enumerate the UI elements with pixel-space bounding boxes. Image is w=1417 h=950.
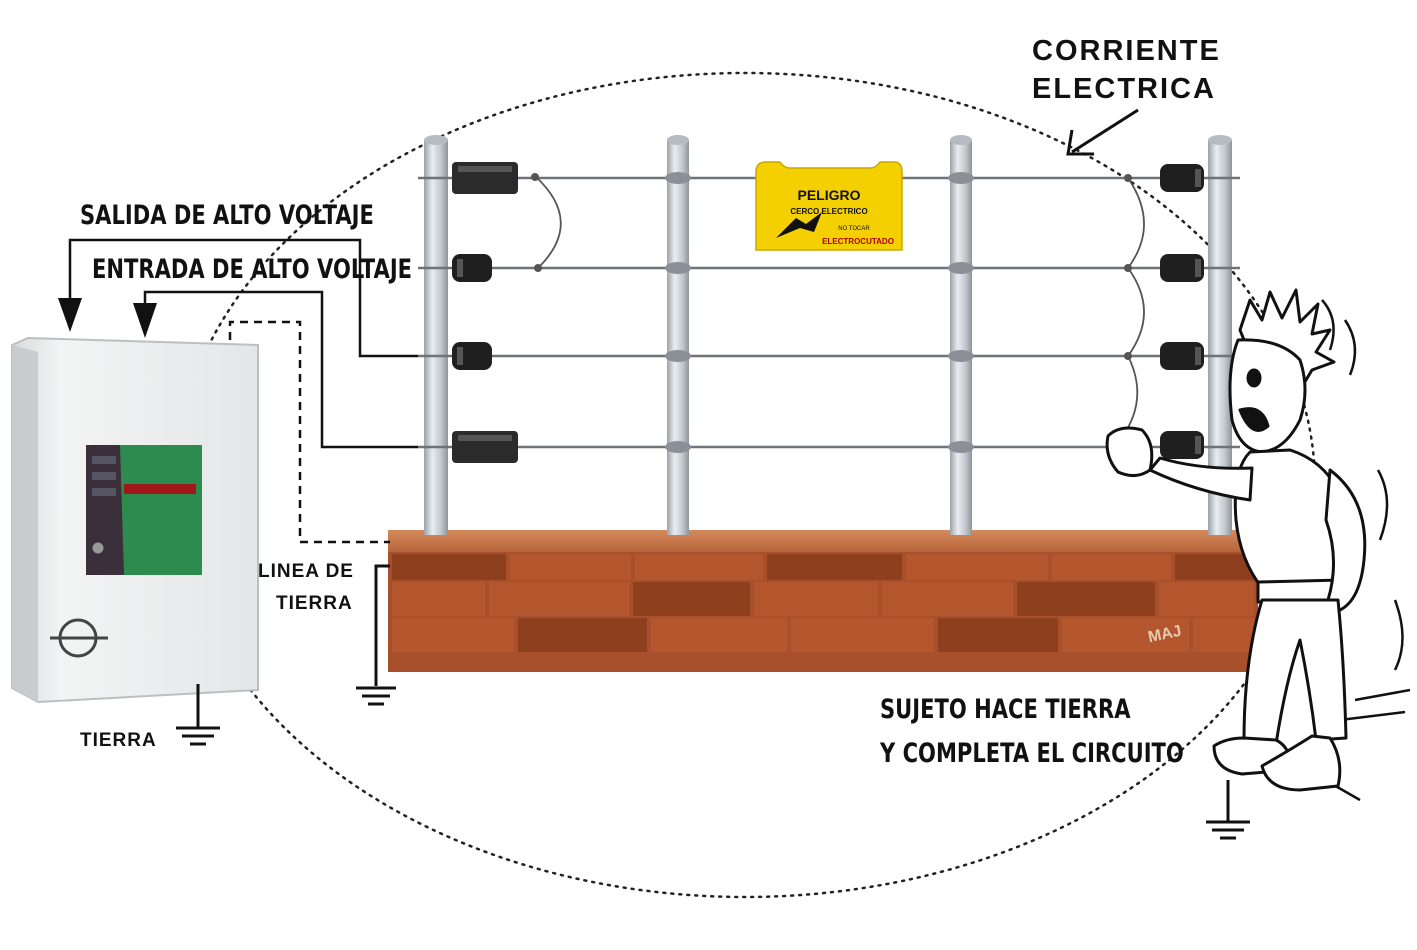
shocked-man-figure: [1105, 288, 1411, 802]
hv-return-line: [143, 290, 418, 449]
hv-output-label: SALIDA DE ALTO VOLTAJE: [80, 200, 374, 231]
hv-output-line: [68, 238, 418, 358]
hv-connection-lines: [68, 238, 418, 449]
sign-brand: ELECTROCUTADO: [822, 237, 894, 246]
brick: [510, 554, 631, 580]
sign-line-1: CERCO ELECTRICO: [790, 207, 867, 216]
brick: [392, 554, 506, 580]
insulator: [1160, 431, 1204, 459]
brick: [754, 582, 878, 616]
left-insulators: [452, 162, 518, 463]
current-label: CORRIENTE ELECTRICA: [1032, 32, 1221, 108]
lightning-hand-icon: [776, 212, 822, 238]
brick: [882, 582, 1013, 616]
earth-label: TIERRA: [80, 730, 157, 751]
key-switch-icon: [91, 541, 105, 555]
brick: [651, 618, 787, 652]
hv-arrows: [58, 298, 157, 338]
insulator: [1160, 342, 1204, 370]
wall-cap: [388, 530, 1258, 552]
current-arrow: [1066, 108, 1139, 156]
fence-post: [950, 140, 972, 535]
brick: [1017, 582, 1155, 616]
ground-symbol-icon: [1206, 780, 1250, 840]
brick: [489, 582, 629, 616]
brick: [938, 618, 1058, 652]
brick: [635, 554, 763, 580]
sign-title: PELIGRO: [797, 187, 860, 203]
brick: [1062, 618, 1189, 652]
brick-wall: [388, 530, 1258, 672]
fence-wires: [418, 176, 1240, 449]
arrow-down-icon: [58, 298, 82, 332]
fence-post: [424, 140, 448, 535]
brick: [1159, 582, 1254, 616]
insulator: [1160, 164, 1204, 192]
brick: [767, 554, 902, 580]
arrow-down-icon: [133, 303, 157, 338]
right-insulators: [1160, 164, 1204, 459]
subject-caption: SUJETO HACE TIERRA Y COMPLETA EL CIRCUIT…: [880, 688, 1184, 776]
ground-line-label-line-1: LINEA DE: [258, 561, 354, 582]
brick: [392, 582, 485, 616]
ground-symbol-icon: [356, 564, 396, 706]
current-label-line-1: CORRIENTE: [1032, 35, 1221, 67]
brick: [791, 618, 934, 652]
sign-line-2: NO TOCAR: [838, 226, 870, 232]
brick: [1193, 618, 1254, 652]
brick: [1052, 554, 1171, 580]
current-label-line-2: ELECTRICA: [1032, 73, 1216, 105]
ground-symbol-icon: [176, 684, 220, 746]
jumper-wires: [534, 175, 1145, 441]
brick: [392, 618, 514, 652]
insulator: [1160, 254, 1204, 282]
brick: [633, 582, 750, 616]
wire-clamps: [665, 172, 974, 453]
subject-caption-line-2: Y COMPLETA EL CIRCUITO: [880, 738, 1184, 769]
subject-caption-line-1: SUJETO HACE TIERRA: [880, 694, 1131, 725]
brick: [518, 618, 647, 652]
energizer-box: [11, 336, 259, 704]
ground-line-label: LINEA DE TIERRA: [258, 556, 354, 620]
fence-post: [667, 140, 689, 535]
hv-input-label: ENTRADA DE ALTO VOLTAJE: [92, 254, 413, 285]
ground-symbols: [176, 564, 1250, 840]
ground-line-label-line-2: TIERRA: [276, 593, 353, 614]
ground-line-dashed: [228, 320, 390, 544]
brick: [1175, 554, 1254, 580]
brick: [906, 554, 1048, 580]
danger-sign: PELIGRO CERCO ELECTRICO NO TOCAR ELECTRO…: [755, 161, 903, 251]
